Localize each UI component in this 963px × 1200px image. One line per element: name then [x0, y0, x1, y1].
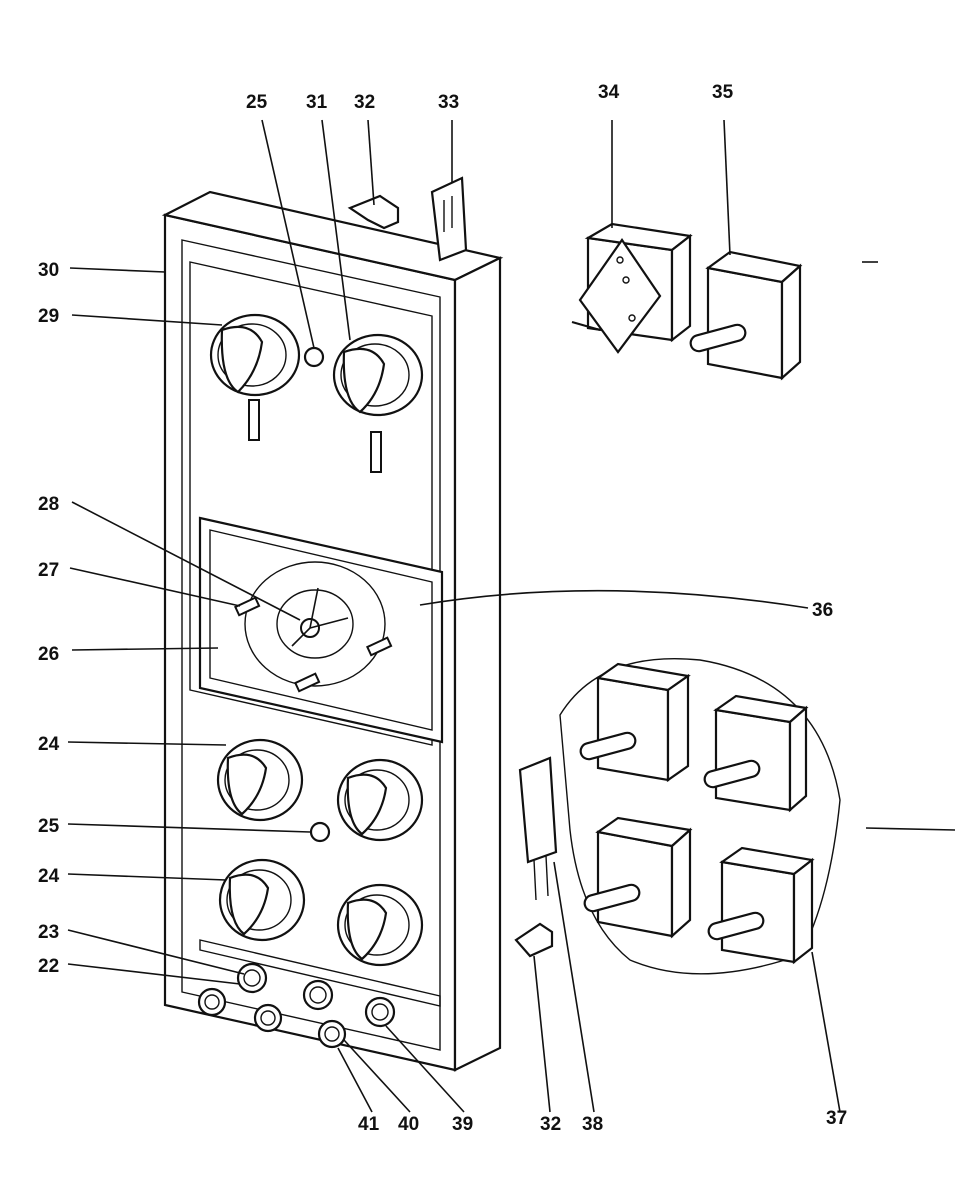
label-32-lower: 32 — [540, 1114, 561, 1135]
rotary-switch-35 — [689, 250, 803, 381]
middle-knob-bottom-left — [218, 858, 306, 942]
indicator-light-lower — [309, 821, 331, 843]
label-23: 23 — [38, 922, 59, 943]
label-30: 30 — [38, 260, 59, 281]
middle-knob-top-right — [336, 758, 424, 842]
upper-knob-right — [332, 333, 424, 473]
label-38: 38 — [582, 1114, 603, 1135]
label-40: 40 — [398, 1114, 419, 1135]
label-22: 22 — [38, 956, 59, 977]
label-24-top: 24 — [38, 734, 60, 755]
spring-clip-top — [430, 176, 468, 262]
callout-labels: 25 31 32 33 34 35 30 29 28 27 26 36 24 2… — [38, 82, 847, 1135]
spring-clip-lower — [518, 756, 558, 901]
label-29: 29 — [38, 306, 59, 327]
leader-lines — [67, 119, 956, 1113]
label-24-lower: 24 — [38, 866, 60, 887]
label-37: 37 — [826, 1108, 847, 1129]
label-25-lower: 25 — [38, 816, 60, 837]
mounting-bracket-top — [347, 194, 400, 230]
middle-knob-bottom-right — [336, 883, 424, 967]
clock-motor — [571, 222, 693, 354]
label-28: 28 — [38, 494, 59, 515]
label-31: 31 — [306, 92, 328, 113]
label-34: 34 — [598, 82, 620, 103]
middle-knob-top-left — [216, 738, 304, 822]
label-36: 36 — [812, 600, 833, 621]
rotary-switch-group-37 — [559, 657, 841, 975]
upper-knob-left — [209, 313, 301, 441]
label-26: 26 — [38, 644, 59, 665]
label-25-top: 25 — [246, 92, 268, 113]
label-41: 41 — [358, 1114, 380, 1135]
indicator-light-upper — [303, 346, 325, 368]
label-33: 33 — [438, 92, 459, 113]
push-buttons — [197, 962, 396, 1049]
mounting-bracket-lower — [514, 922, 554, 958]
label-35: 35 — [712, 82, 734, 103]
clock-assembly — [198, 516, 444, 744]
label-32-top: 32 — [354, 92, 375, 113]
label-39: 39 — [452, 1114, 473, 1135]
label-27: 27 — [38, 560, 59, 581]
